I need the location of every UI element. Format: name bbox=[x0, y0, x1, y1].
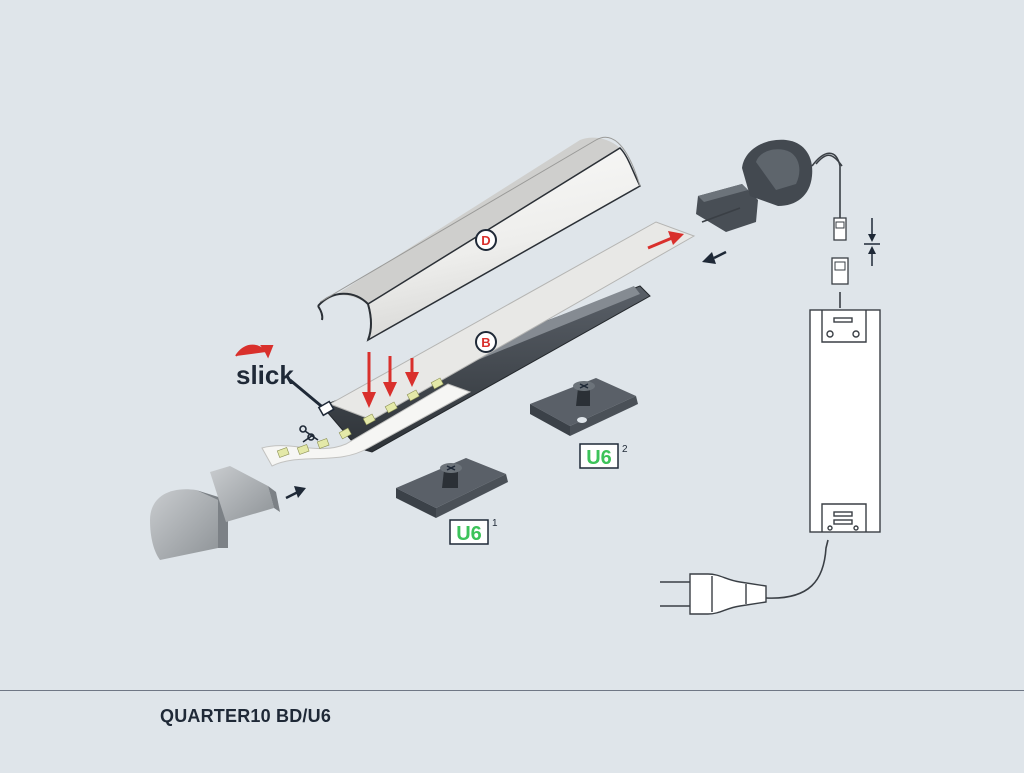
base-label-text: B bbox=[481, 335, 490, 350]
led-chip-icon bbox=[430, 377, 444, 390]
cable bbox=[701, 152, 843, 599]
footer-divider bbox=[0, 690, 1024, 691]
label-base: B bbox=[475, 331, 497, 353]
arrow-icon bbox=[405, 358, 419, 387]
clip1-label-text: U6 bbox=[456, 523, 482, 545]
arrow-icon bbox=[362, 352, 376, 408]
mounting-clip-1 bbox=[396, 458, 508, 518]
diffuser-cover bbox=[317, 136, 641, 342]
led-chip-icon bbox=[384, 401, 398, 414]
base-strip bbox=[328, 221, 696, 421]
end-cap-cable bbox=[696, 184, 758, 232]
arrow-icon bbox=[383, 356, 397, 397]
clip-label-1: U6 1 bbox=[449, 518, 498, 545]
led-strip bbox=[261, 377, 472, 467]
led-chip-icon bbox=[338, 427, 352, 440]
mounting-clip-2 bbox=[530, 378, 638, 436]
led-chip-icon bbox=[362, 413, 376, 426]
press-arrows bbox=[362, 231, 684, 408]
scissors-icon bbox=[299, 425, 319, 443]
plug-icon bbox=[660, 573, 767, 615]
clip2-label-text: U6 bbox=[586, 447, 612, 469]
led-chip-icon bbox=[296, 444, 310, 455]
slick-brand-text: slick bbox=[236, 360, 294, 390]
led-chip-icon bbox=[276, 447, 290, 458]
end-cap-round bbox=[742, 139, 813, 206]
product-title: QUARTER10 BD/U6 bbox=[160, 706, 332, 726]
clip-label-2: U6 2 bbox=[579, 443, 628, 469]
slick-logo: slick bbox=[235, 344, 335, 417]
arrow-icon bbox=[702, 250, 727, 264]
cable-connector bbox=[831, 217, 849, 285]
clip1-index-text: 1 bbox=[492, 518, 498, 529]
led-chip-icon bbox=[406, 389, 420, 402]
arrow-icon bbox=[647, 231, 684, 250]
end-cap-open bbox=[210, 466, 280, 522]
end-cap-solid bbox=[150, 489, 228, 560]
diffuser-label-text: D bbox=[481, 233, 490, 248]
led-chip-icon bbox=[316, 438, 330, 449]
arrow-icon bbox=[285, 486, 306, 500]
power-supply bbox=[809, 309, 881, 533]
label-diffuser: D bbox=[475, 229, 497, 251]
connect-arrows-icon bbox=[864, 218, 880, 266]
clip2-index-text: 2 bbox=[622, 444, 628, 455]
